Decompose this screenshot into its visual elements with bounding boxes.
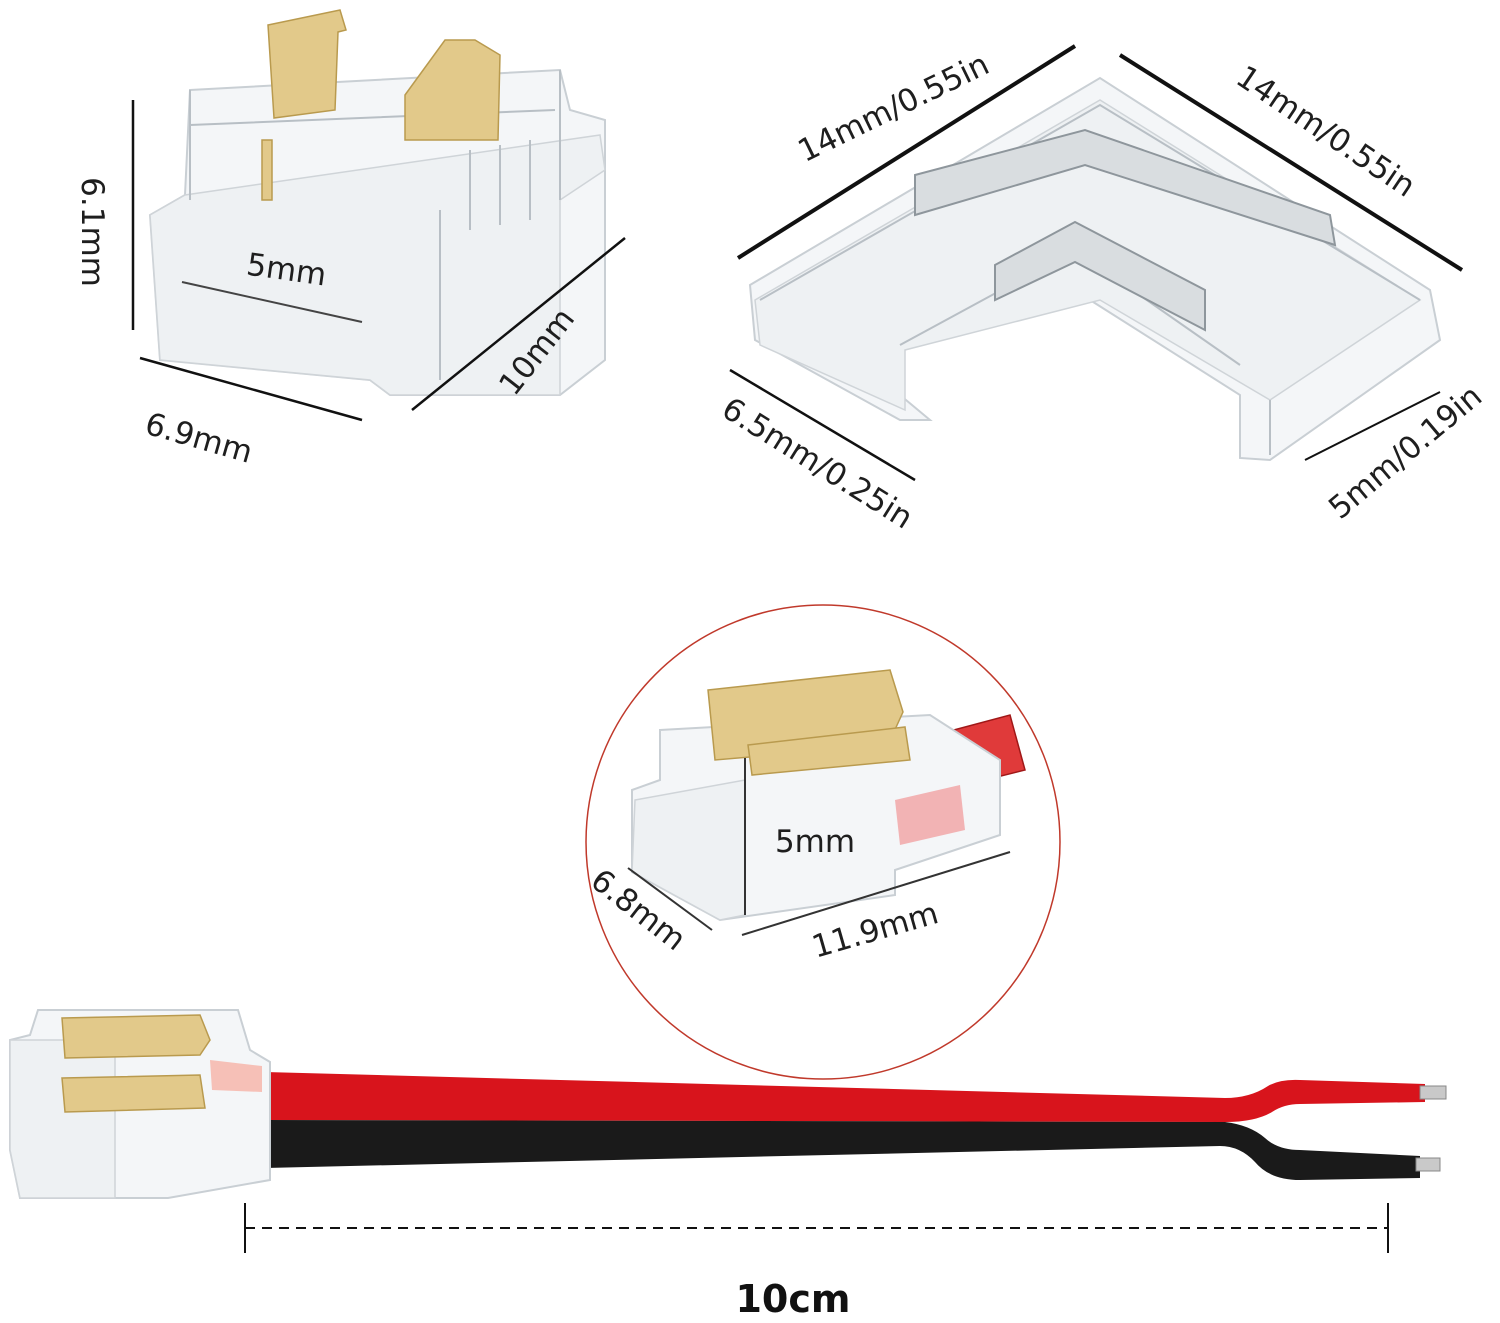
l-connector-outer-contact: [914, 128, 1337, 247]
red-wire-tip: [1419, 1085, 1447, 1100]
straight-connector-edges: [189, 70, 561, 380]
width-dimension-line: [139, 356, 363, 422]
detail-connector: 5mm 6.8mm 11.9mm: [584, 604, 1061, 1080]
cable-gold-contact-bottom: [61, 1074, 206, 1113]
black-wire-tip: [1415, 1157, 1441, 1172]
detail-pin-gap-label: 5mm: [775, 824, 855, 860]
gold-contact-left: [267, 9, 347, 119]
cable-length-label: 10cm: [735, 1277, 850, 1318]
detail-red-tint: [895, 785, 965, 845]
detail-length-label: 11.9mm: [808, 895, 942, 965]
black-wire: [265, 1120, 1420, 1180]
detail-circle: [585, 604, 1061, 1080]
cable-connector-red-tint: [210, 1060, 262, 1092]
red-wire: [265, 1072, 1425, 1122]
l-pin-gap-dimension-line: [1304, 391, 1441, 461]
detail-connector-front-face: [631, 779, 746, 921]
arm-left-label: 14mm/0.55in: [792, 46, 994, 169]
l-width-dimension-line: [729, 368, 916, 482]
pin-gap-dimension-line: [181, 281, 363, 323]
detail-width-line: [627, 867, 713, 931]
cable-connector-front-face: [9, 1039, 116, 1199]
arm-left-dimension-line: [736, 44, 1077, 260]
straight-connector: 6.1mm 6.9mm 10mm 5mm: [74, 9, 626, 471]
detail-length-line: [741, 851, 1011, 936]
cable-assembly: 10cm: [9, 1009, 1447, 1321]
height-label: 6.1mm: [74, 177, 110, 287]
detail-gold-contact-bottom: [747, 726, 911, 776]
straight-connector-ribs: [469, 140, 531, 230]
arm-right-dimension-line: [1118, 53, 1464, 272]
length-dimension-line: [411, 237, 626, 411]
cable-gold-contact-top: [61, 1014, 211, 1059]
gold-contact-right: [404, 39, 501, 141]
gold-contact-leg: [261, 139, 273, 201]
width-label: 6.9mm: [141, 406, 256, 471]
l-connector-inner-contact: [994, 220, 1206, 332]
l-connector: 14mm/0.55in 14mm/0.55in 6.5mm/0.25in 5mm…: [716, 44, 1489, 536]
